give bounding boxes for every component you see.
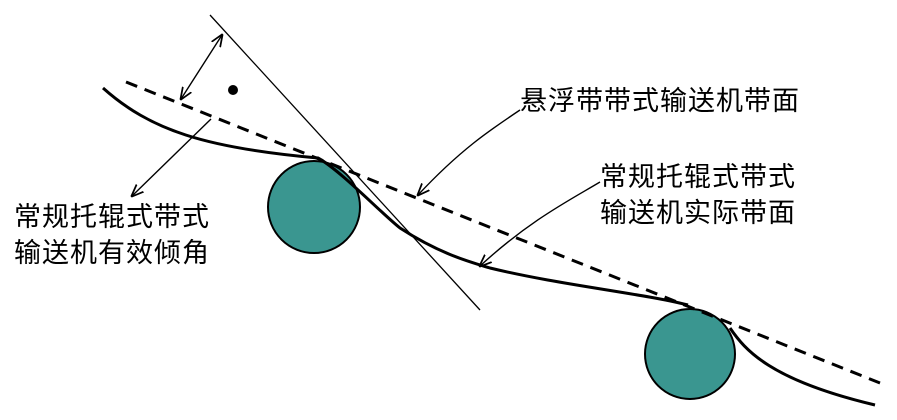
conventional-belt-surface-curve bbox=[102, 86, 876, 407]
effective-angle-tangent-line bbox=[209, 14, 481, 311]
conventional-actual-surface-line1: 常规托辊式带式 bbox=[600, 162, 796, 193]
conventional-effective-angle-label: 常规托辊式带式 输送机有效倾角 bbox=[14, 200, 210, 272]
suspended-belt-surface-line bbox=[125, 80, 881, 385]
offset-dimension-arrow bbox=[181, 35, 222, 99]
actual-surface-label-leader bbox=[480, 181, 601, 266]
suspended-belt-surface-text: 悬浮带带式输送机带面 bbox=[520, 86, 800, 117]
conventional-actual-surface-label: 常规托辊式带式 输送机实际带面 bbox=[600, 160, 796, 232]
angle-leader-arrow bbox=[132, 118, 212, 196]
angle-indicator-dot bbox=[228, 85, 238, 95]
conventional-actual-surface-line2: 输送机实际带面 bbox=[600, 198, 796, 229]
roller-lower bbox=[644, 308, 736, 400]
suspended-label-leader bbox=[418, 109, 521, 195]
suspended-belt-surface-label: 悬浮带带式输送机带面 bbox=[520, 84, 800, 120]
roller-upper bbox=[267, 160, 361, 254]
conventional-effective-angle-line2: 输送机有效倾角 bbox=[14, 238, 210, 269]
conventional-effective-angle-line1: 常规托辊式带式 bbox=[14, 202, 210, 233]
